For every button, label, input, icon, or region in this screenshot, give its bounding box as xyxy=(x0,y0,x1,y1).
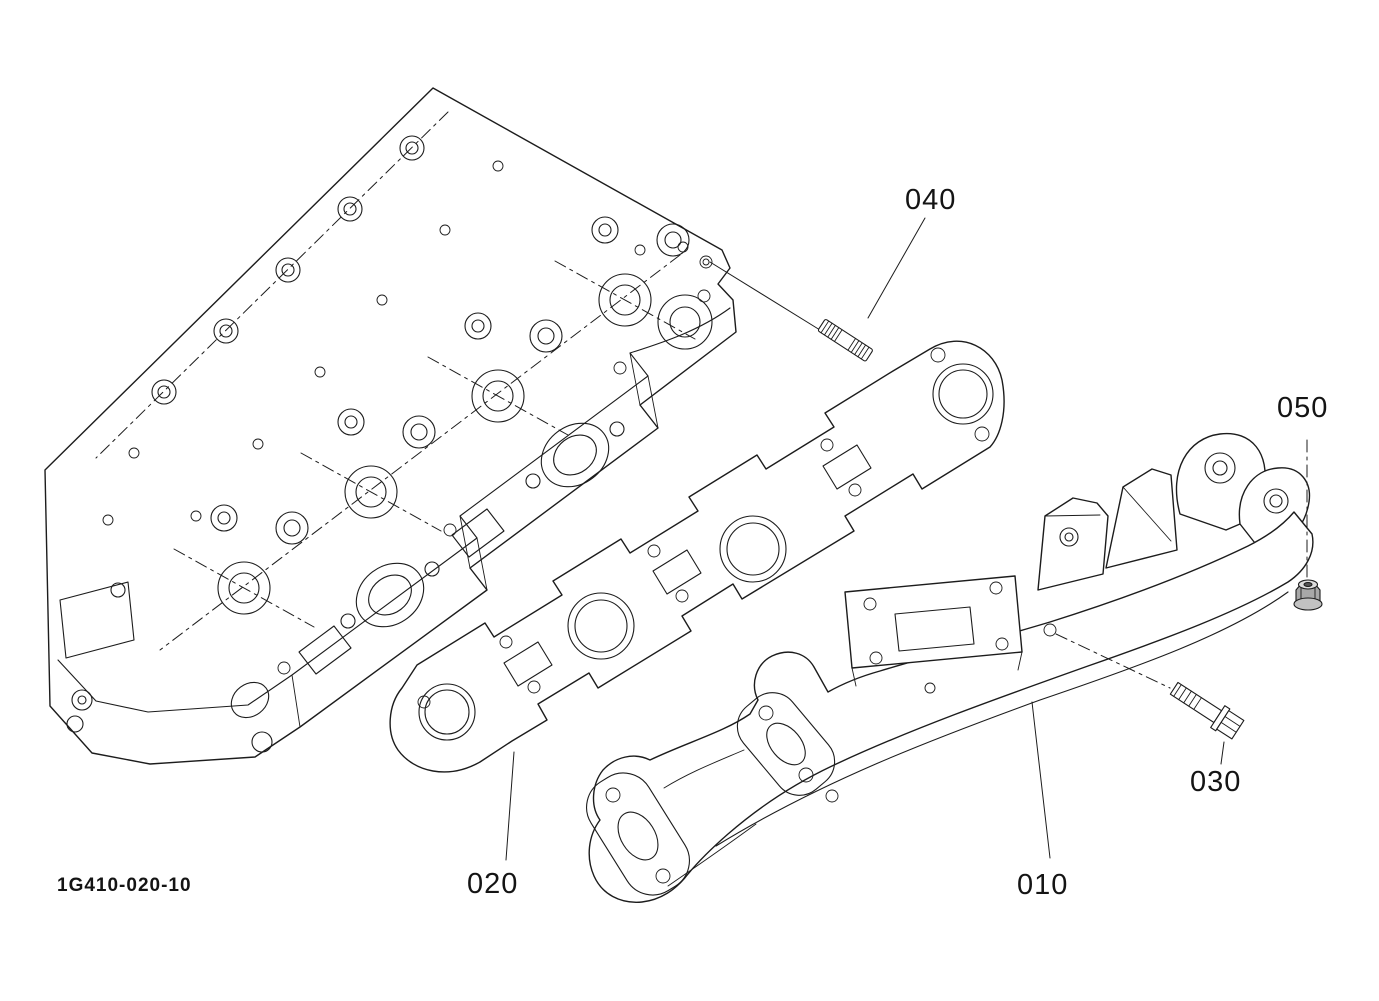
gasket-bolt-holes xyxy=(417,347,990,709)
head-left-end-details xyxy=(59,581,273,753)
manifold-turbo-flange xyxy=(844,575,1023,687)
stud-drawing xyxy=(817,319,873,362)
bolt-axis-line xyxy=(1055,633,1171,689)
head-back-row-bosses xyxy=(151,135,425,405)
fastener-axis-lines xyxy=(1055,439,1308,689)
bolt-drawing xyxy=(1169,681,1245,740)
nut-drawing xyxy=(1293,579,1323,611)
head-bolt-holes xyxy=(102,160,713,675)
head-valve-bosses xyxy=(210,216,690,615)
manifold-ears xyxy=(1037,432,1311,591)
gasket-port-holes xyxy=(418,363,994,741)
projection-line-stud xyxy=(709,261,821,331)
manifold-outlet-flange xyxy=(586,749,757,896)
leader-lines xyxy=(709,217,926,331)
leader-010 xyxy=(1031,701,1051,859)
head-center-lines xyxy=(95,111,696,651)
callout-label-040: 040 xyxy=(905,184,957,216)
manifold-drawing xyxy=(586,432,1314,903)
leader-040 xyxy=(867,217,926,319)
gasket-rect-cutouts xyxy=(503,444,872,687)
leader-030 xyxy=(1220,741,1225,765)
callout-label-050: 050 xyxy=(1277,392,1329,424)
callout-label-030: 030 xyxy=(1190,766,1242,798)
head-end-boss xyxy=(657,294,713,350)
manifold-body-holes xyxy=(825,623,1057,803)
gasket-drawing xyxy=(389,340,1005,773)
diagram-code: 1G410-020-10 xyxy=(57,875,192,896)
callout-label-020: 020 xyxy=(467,868,519,900)
head-exhaust-ports xyxy=(230,421,625,719)
cylinder-head-drawing xyxy=(44,87,737,765)
manifold-port-flange xyxy=(736,692,836,796)
leader-020 xyxy=(505,751,515,861)
callout-label-010: 010 xyxy=(1017,869,1069,901)
callout-leader-lines xyxy=(505,701,1225,861)
